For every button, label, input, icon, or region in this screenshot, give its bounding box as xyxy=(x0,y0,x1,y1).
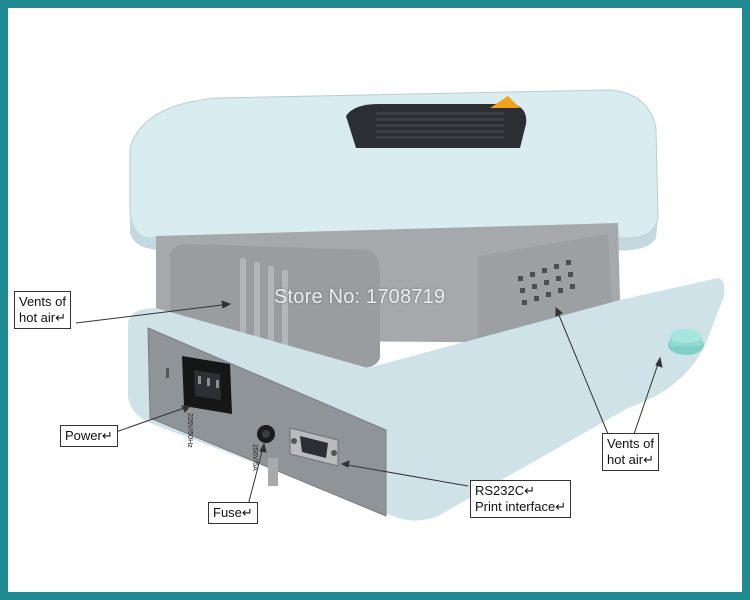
fuse-callout: Fuse↵ xyxy=(208,502,258,524)
vents-left-line-2: hot air↵ xyxy=(19,310,67,325)
vents-right-callout: Vents of hot air↵ xyxy=(602,433,660,471)
power-callout: Power↵ xyxy=(60,425,118,447)
power-rating-label: 220V/50Hz xyxy=(186,413,193,448)
rs232c-callout: RS232C↵ Print interface↵ xyxy=(470,480,572,518)
product-photo: Store No: 1708719 220V/50Hz 250V/5A Vent… xyxy=(8,8,742,592)
power-label: Power↵ xyxy=(65,428,113,443)
fuse-label: Fuse↵ xyxy=(213,505,253,520)
store-watermark: Store No: 1708719 xyxy=(274,286,446,308)
vents-left-line-1: Vents of xyxy=(19,294,66,309)
vents-left-callout: Vents of hot air↵ xyxy=(14,291,72,329)
vents-right-line-2: hot air↵ xyxy=(607,452,655,467)
vents-right-line-1: Vents of xyxy=(607,436,654,451)
rs232c-line-2: Print interface↵ xyxy=(475,499,567,514)
moisture-analyzer-device xyxy=(75,89,725,521)
fuse-rating-label: 250V/5A xyxy=(251,444,258,471)
rs232c-line-1: RS232C↵ xyxy=(475,483,536,498)
